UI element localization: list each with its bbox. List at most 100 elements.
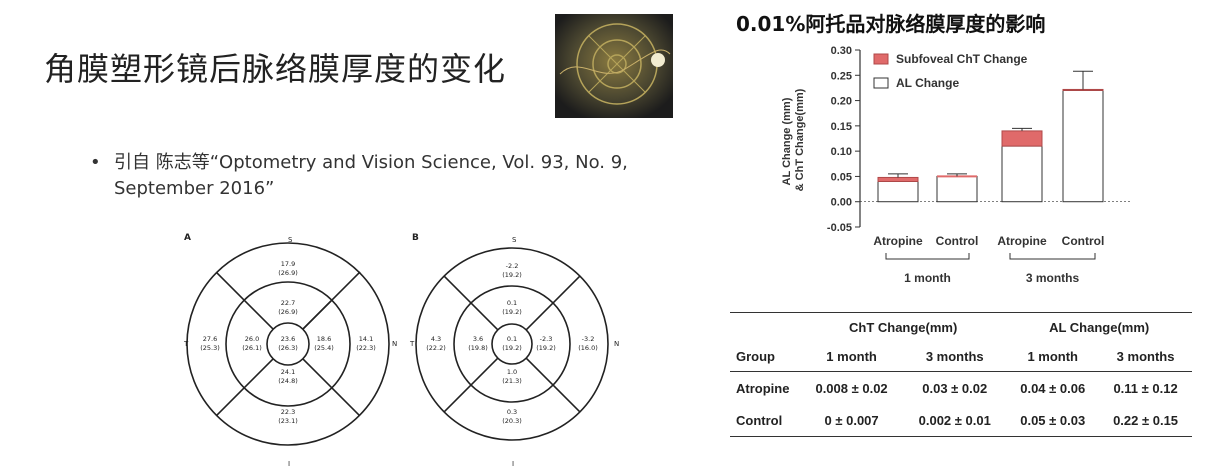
inner-temporal-value-a: 26.0 (245, 335, 259, 343)
svg-text:-3.2: -3.2 (582, 335, 595, 343)
table-row: Control 0 ± 0.007 0.002 ± 0.01 0.05 ± 0.… (730, 404, 1192, 437)
svg-text:14.1: 14.1 (359, 335, 373, 343)
etdrs-grid-b: B S I T N 0.1 (19.2) 0.1 (19.2) 1.0 (21.… (409, 233, 619, 468)
y-tick-label: 0.15 (831, 121, 852, 133)
cell-cht-3m: 0.002 ± 0.01 (903, 404, 1007, 437)
group-bracket (1009, 253, 1096, 260)
legend-swatch-al (873, 77, 889, 89)
svg-text:0.1: 0.1 (507, 335, 517, 343)
svg-text:(19.8): (19.8) (468, 344, 488, 352)
y-tick-label: 0.10 (831, 146, 852, 158)
outer-temporal-value-a: 27.6 (203, 335, 217, 343)
y-axis-label-line1: AL Change (mm) (781, 97, 793, 185)
label-superior-b: S (512, 236, 517, 244)
svg-text:(19.2): (19.2) (536, 344, 556, 352)
inner-superior-value-b: 0.1 (507, 299, 517, 307)
header-group: Group (730, 341, 800, 372)
outer-inferior-value-b: 0.3 (507, 408, 517, 416)
y-axis-label-line2: & ChT Change(mm) (794, 88, 806, 191)
y-tick-label: 0.30 (831, 45, 852, 57)
svg-text:18.6: 18.6 (317, 335, 331, 343)
fundus-image (555, 14, 673, 118)
outer-superior-value-a: 17.9 (281, 260, 295, 268)
panel-label-a: A (184, 233, 191, 243)
outer-superior-sub-a: (26.9) (278, 269, 298, 277)
label-nasal-b: N (614, 340, 619, 348)
inner-inferior-sub-b: (21.3) (502, 377, 522, 385)
header-cht-change: ChT Change(mm) (800, 312, 1007, 341)
svg-text:22.7: 22.7 (281, 299, 295, 307)
label-inferior-a: I (288, 460, 290, 468)
inner-inferior-value-b: 1.0 (507, 368, 517, 376)
outer-temporal-sub-b: (22.2) (426, 344, 446, 352)
results-table: ChT Change(mm) AL Change(mm) Group 1 mon… (730, 312, 1192, 437)
inner-nasal-sub-a: (25.4) (314, 344, 334, 352)
row-group: Control (730, 404, 800, 437)
cell-al-3m: 0.22 ± 0.15 (1099, 404, 1192, 437)
bar-cht-change (877, 176, 919, 182)
svg-text:(22.2): (22.2) (426, 344, 446, 352)
center-value-a: 23.6 (281, 335, 295, 343)
svg-text:(22.3): (22.3) (356, 344, 376, 352)
outer-nasal-value-b: -3.2 (582, 335, 595, 343)
legend-swatch-cht (873, 53, 889, 65)
group-bracket (885, 253, 970, 260)
outer-inferior-value-a: 22.3 (281, 408, 295, 416)
outer-inferior-sub-b: (20.3) (502, 417, 522, 425)
svg-text:(23.1): (23.1) (278, 417, 298, 425)
legend-label-cht: Subfoveal ChT Change (896, 52, 1028, 66)
svg-text:24.1: 24.1 (281, 368, 295, 376)
table-row: Atropine 0.008 ± 0.02 0.03 ± 0.02 0.04 ±… (730, 372, 1192, 405)
bar-al-change (1062, 89, 1104, 203)
bar-al-change (936, 175, 978, 203)
y-tick-label: -0.05 (827, 222, 852, 234)
header-cht-3m: 3 months (903, 341, 1007, 372)
inner-inferior-value-a: 24.1 (281, 368, 295, 376)
label-inferior-b: I (512, 460, 514, 468)
panel-label-b: B (412, 233, 419, 243)
inner-temporal-sub-a: (26.1) (242, 344, 262, 352)
header-cht-1m: 1 month (800, 341, 904, 372)
bar-al-change (877, 180, 919, 203)
inner-superior-sub-a: (26.9) (278, 308, 298, 316)
center-sub-a: (26.3) (278, 344, 298, 352)
svg-text:(20.3): (20.3) (502, 417, 522, 425)
chart-title: 0.01%阿托品对脉络膜厚度的影响 (736, 12, 1046, 36)
svg-text:(21.3): (21.3) (502, 377, 522, 385)
label-nasal-a: N (392, 340, 397, 348)
svg-text:27.6: 27.6 (203, 335, 217, 343)
svg-text:(19.2): (19.2) (502, 308, 522, 316)
svg-text:22.3: 22.3 (281, 408, 295, 416)
svg-text:-2.3: -2.3 (540, 335, 553, 343)
row-group: Atropine (736, 380, 790, 396)
svg-text:0.3: 0.3 (507, 408, 517, 416)
center-sub-b: (19.2) (502, 344, 522, 352)
outer-superior-sub-b: (19.2) (502, 271, 522, 279)
group-label: 1 month (904, 271, 951, 285)
svg-text:(26.3): (26.3) (278, 344, 298, 352)
cell-al-1m: 0.04 ± 0.06 (1020, 380, 1086, 396)
svg-text:(25.3): (25.3) (200, 344, 220, 352)
citation: • 引自 陈志等“Optometry and Vision Science, V… (90, 150, 692, 202)
svg-text:(26.1): (26.1) (242, 344, 262, 352)
etdrs-grid-a: A S I T N 23.6 (26.3) 22.7 (26.9) 24.1 (… (183, 233, 397, 468)
svg-text:(19.2): (19.2) (502, 344, 522, 352)
svg-text:26.0: 26.0 (245, 335, 259, 343)
header-al-3m: 3 months (1099, 341, 1192, 372)
inner-superior-sub-b: (19.2) (502, 308, 522, 316)
header-al-1m: 1 month (1006, 341, 1100, 372)
svg-text:(25.4): (25.4) (314, 344, 334, 352)
x-category-label: Control (1062, 234, 1105, 248)
x-category-label: Atropine (997, 234, 1047, 248)
label-temporal-b: T (409, 340, 415, 348)
svg-text:(24.8): (24.8) (278, 377, 298, 385)
y-tick-label: 0.25 (831, 70, 852, 82)
inner-temporal-value-b: 3.6 (473, 335, 483, 343)
inner-temporal-sub-b: (19.8) (468, 344, 488, 352)
outer-superior-value-b: -2.2 (506, 262, 519, 270)
slide-title: 角膜塑形镜后脉络膜厚度的变化 (44, 50, 507, 88)
svg-text:(16.0): (16.0) (578, 344, 598, 352)
